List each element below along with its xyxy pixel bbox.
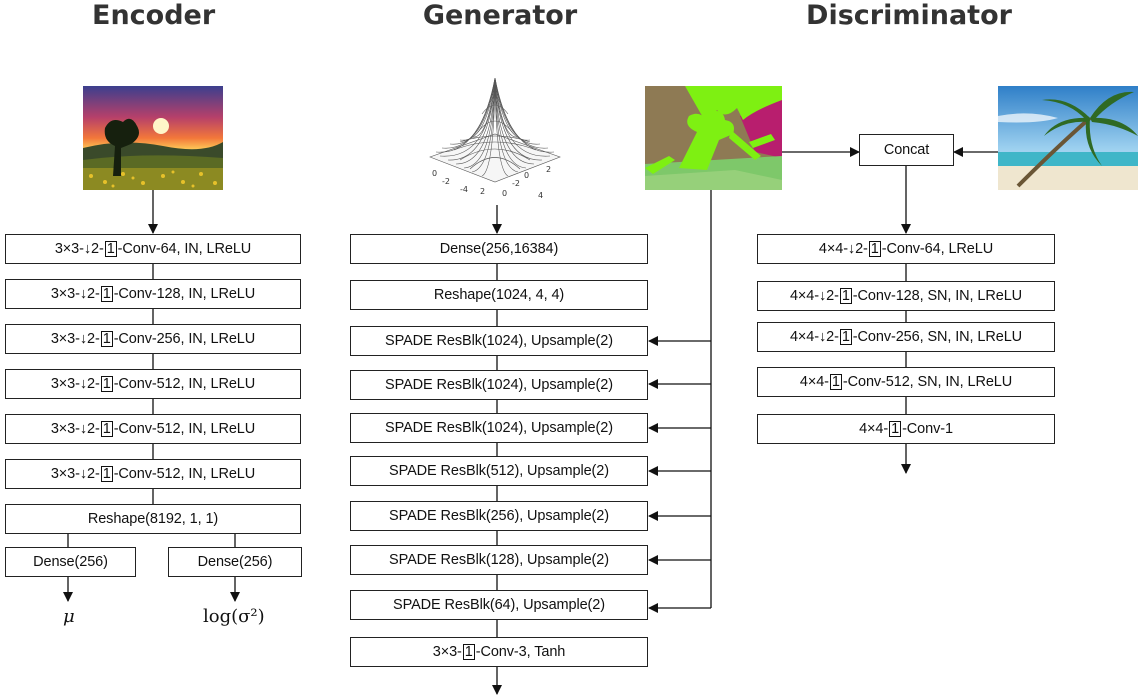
stride-box: 1 [829, 374, 842, 390]
gaussian-noise-surface: 0 -2 -4 -2 0 2 2 0 4 [420, 72, 570, 206]
spade-block-6: SPADE ResBlk(128), Upsample(2) [350, 545, 648, 575]
layer-suffix: -Conv-512, IN, LReLU [113, 421, 256, 437]
encoder-conv-2: 3×3-↓2-1-Conv-128, IN, LReLU [5, 279, 301, 309]
generator-title: Generator [422, 0, 578, 31]
concat-box: Concat [859, 134, 954, 166]
stride-box: 1 [889, 421, 902, 437]
layer-prefix: 3×3-↓2- [50, 286, 100, 302]
tick-label: 2 [480, 187, 485, 196]
generator-dense: Dense(256,16384) [350, 234, 648, 264]
generator-reshape: Reshape(1024, 4, 4) [350, 280, 648, 310]
encoder-dense-mu: Dense(256) [5, 547, 136, 577]
stride-box: 1 [100, 421, 113, 437]
output-logvar: log(σ²) [203, 606, 265, 627]
layer-prefix: 4×4-↓2- [789, 329, 839, 345]
disc-conv-2: 4×4-↓2-1-Conv-128, SN, IN, LReLU [757, 281, 1055, 311]
tick-label: -4 [460, 185, 468, 194]
layer-prefix: 3×3-↓2- [54, 241, 104, 257]
encoder-title: Encoder [92, 0, 216, 31]
tick-label: -2 [512, 179, 520, 188]
spade-block-2: SPADE ResBlk(1024), Upsample(2) [350, 370, 648, 400]
layer-prefix: 3×3-↓2- [50, 466, 100, 482]
spade-block-5: SPADE ResBlk(256), Upsample(2) [350, 501, 648, 531]
disc-conv-1: 4×4-↓2-1-Conv-64, LReLU [757, 234, 1055, 264]
segmentation-map-image [645, 86, 782, 190]
encoder-conv-5: 3×3-↓2-1-Conv-512, IN, LReLU [5, 414, 301, 444]
layer-suffix: -Conv-256, SN, IN, LReLU [852, 329, 1023, 345]
layer-prefix: 4×4- [859, 421, 889, 437]
spade-block-1: SPADE ResBlk(1024), Upsample(2) [350, 326, 648, 356]
stride-box: 1 [100, 331, 113, 347]
encoder-conv-3: 3×3-↓2-1-Conv-256, IN, LReLU [5, 324, 301, 354]
layer-suffix: -Conv-128, IN, LReLU [113, 286, 256, 302]
layer-suffix: -Conv-512, IN, LReLU [113, 376, 256, 392]
layer-prefix: 4×4-↓2- [818, 241, 868, 257]
layer-suffix: -Conv-512, SN, IN, LReLU [842, 374, 1013, 390]
encoder-reshape: Reshape(8192, 1, 1) [5, 504, 301, 534]
encoder-dense-logvar: Dense(256) [168, 547, 302, 577]
spade-block-4: SPADE ResBlk(512), Upsample(2) [350, 456, 648, 486]
stride-box: 1 [839, 329, 852, 345]
encoder-conv-1: 3×3-↓2-1-Conv-64, IN, LReLU [5, 234, 301, 264]
tick-label: 4 [538, 191, 543, 200]
layer-suffix: -Conv-128, SN, IN, LReLU [852, 288, 1023, 304]
tick-label: 0 [502, 189, 507, 198]
encoder-conv-4: 3×3-↓2-1-Conv-512, IN, LReLU [5, 369, 301, 399]
layer-suffix: -Conv-512, IN, LReLU [113, 466, 256, 482]
layer-suffix: -Conv-64, IN, LReLU [117, 241, 252, 257]
disc-conv-4: 4×4-1-Conv-512, SN, IN, LReLU [757, 367, 1055, 397]
disc-conv-5: 4×4-1-Conv-1 [757, 414, 1055, 444]
stride-box: 1 [100, 376, 113, 392]
stride-box: 1 [868, 241, 881, 257]
spade-block-3: SPADE ResBlk(1024), Upsample(2) [350, 413, 648, 443]
layer-prefix: 3×3-↓2- [50, 421, 100, 437]
layer-suffix: -Conv-1 [902, 421, 953, 437]
layer-suffix: -Conv-3, Tanh [475, 644, 566, 660]
tick-label: 0 [432, 169, 437, 178]
generator-final-conv: 3×3-1-Conv-3, Tanh [350, 637, 648, 667]
layer-prefix: 4×4- [799, 374, 829, 390]
stride-box: 1 [100, 466, 113, 482]
layer-suffix: -Conv-64, LReLU [881, 241, 994, 257]
tick-label: 2 [546, 165, 551, 174]
spade-block-7: SPADE ResBlk(64), Upsample(2) [350, 590, 648, 620]
output-mu: μ [63, 606, 75, 627]
stride-box: 1 [100, 286, 113, 302]
layer-prefix: 4×4-↓2- [789, 288, 839, 304]
discriminator-input-image [998, 86, 1138, 190]
stride-box: 1 [462, 644, 475, 660]
stride-box: 1 [839, 288, 852, 304]
layer-prefix: 3×3-↓2- [50, 376, 100, 392]
discriminator-title: Discriminator [806, 0, 1012, 31]
disc-conv-3: 4×4-↓2-1-Conv-256, SN, IN, LReLU [757, 322, 1055, 352]
tick-label: 0 [524, 171, 529, 180]
layer-prefix: 3×3-↓2- [50, 331, 100, 347]
stride-box: 1 [104, 241, 117, 257]
layer-suffix: -Conv-256, IN, LReLU [113, 331, 256, 347]
encoder-conv-6: 3×3-↓2-1-Conv-512, IN, LReLU [5, 459, 301, 489]
layer-prefix: 3×3- [432, 644, 462, 660]
encoder-input-image [83, 86, 223, 190]
tick-label: -2 [442, 177, 450, 186]
